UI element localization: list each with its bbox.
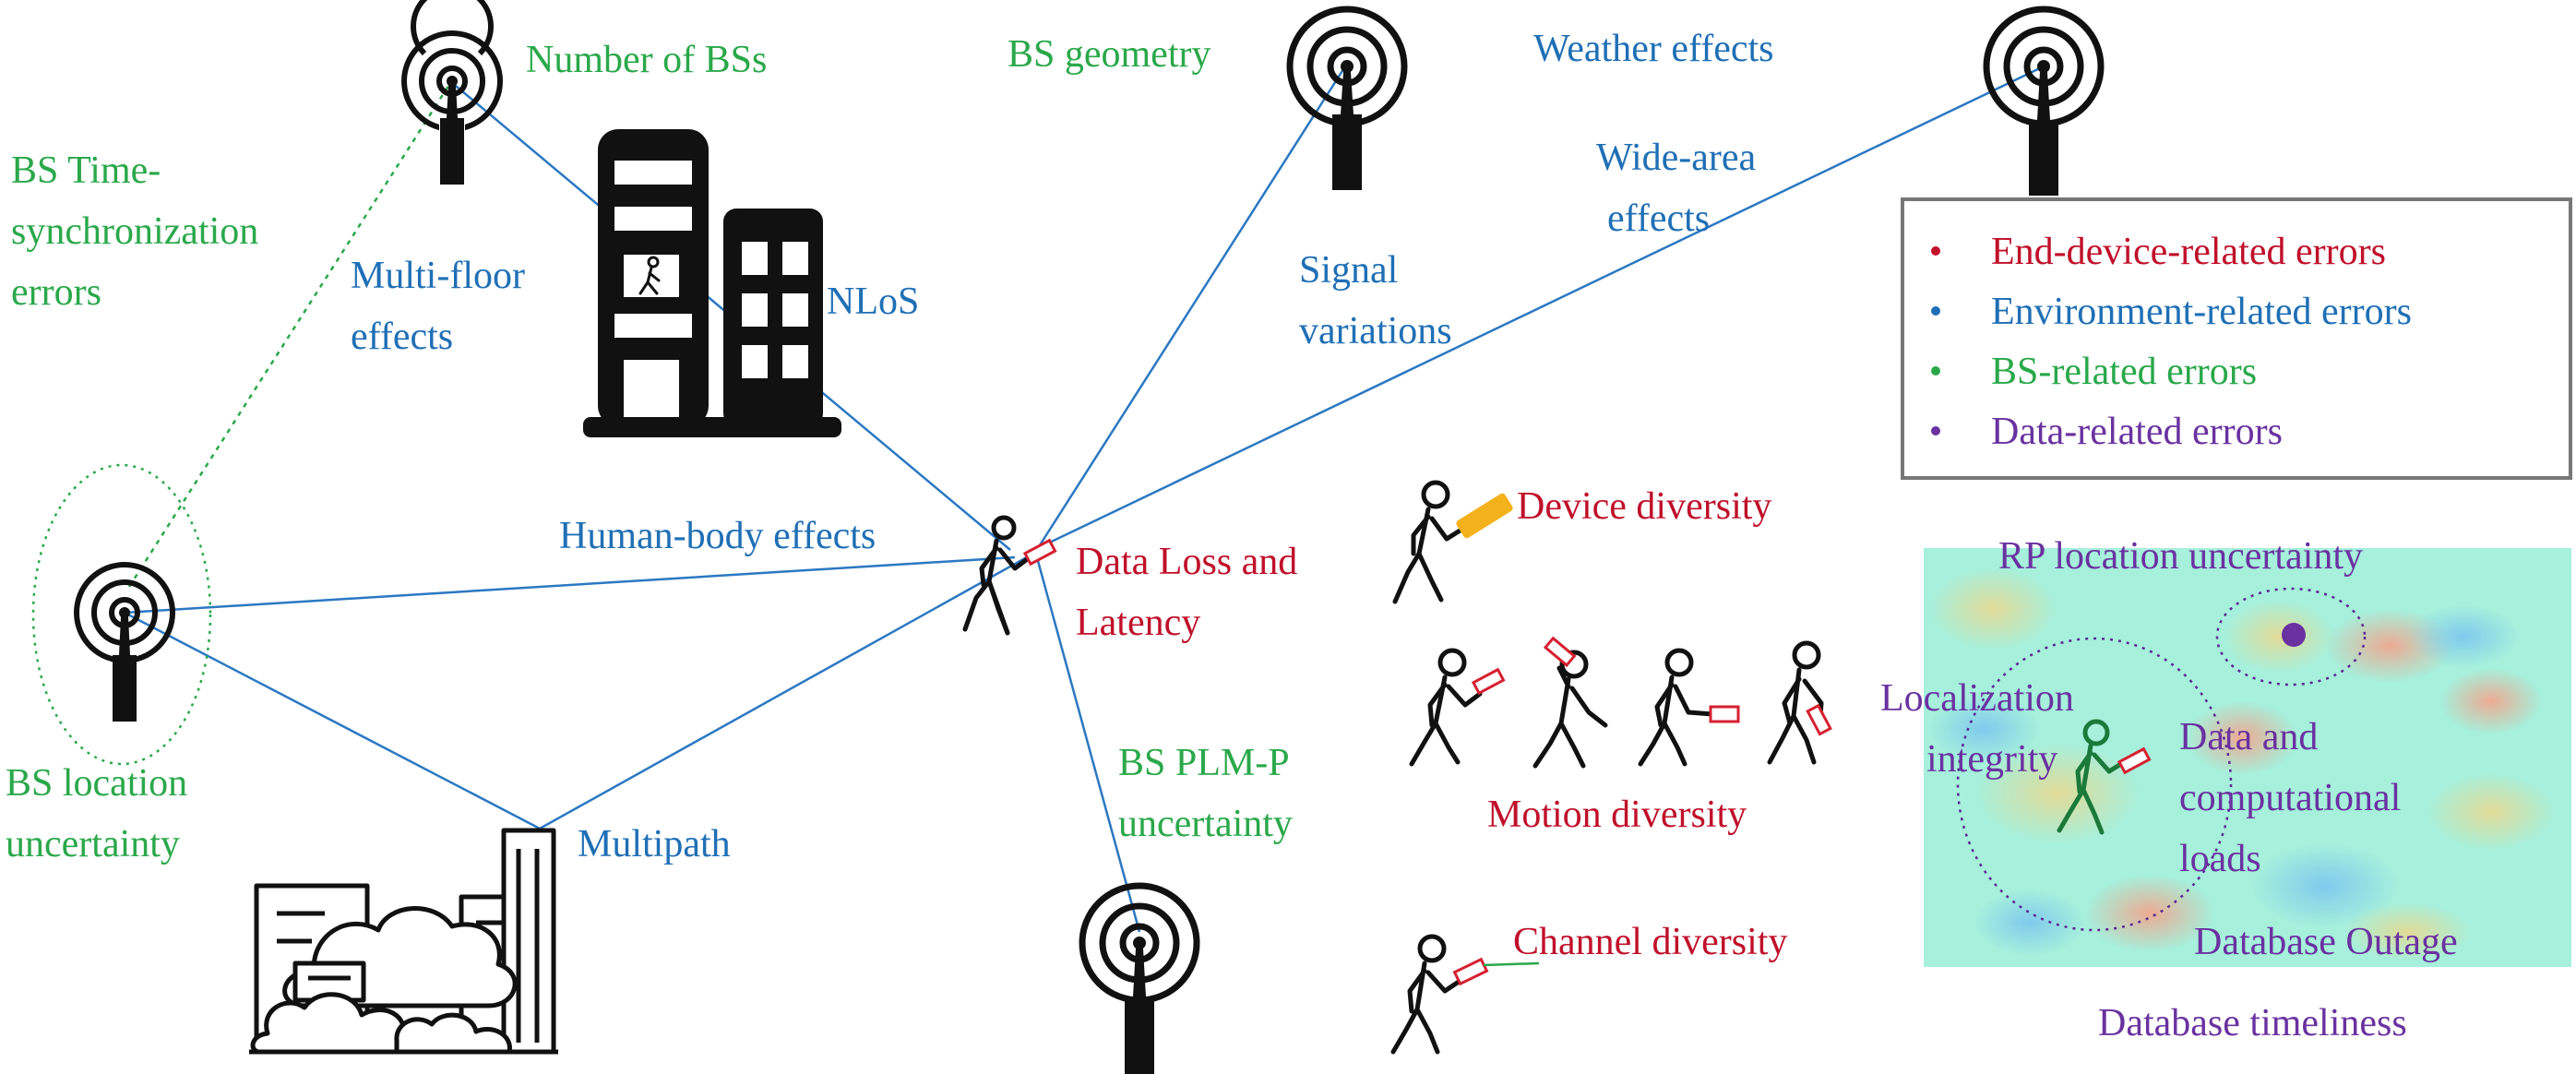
label-channel-diversity: Channel diversity [1513, 921, 1787, 963]
database-heatmap [1924, 548, 2571, 967]
legend-bullet [1931, 306, 1940, 316]
link-bs-left-to-multipath [124, 611, 541, 830]
phone-icon [1452, 957, 1489, 986]
database-user-icon [2057, 719, 2127, 835]
channel-link [1483, 961, 1540, 967]
tablet-icon [1456, 493, 1513, 539]
signal-links [124, 65, 2045, 933]
link-bs-geometry-to-user [1036, 66, 1347, 549]
label-database-timeliness: Database timeliness [2098, 1002, 2407, 1044]
label-time-sync-line2: synchronization [11, 210, 258, 253]
label-signal-line2: variations [1299, 310, 1452, 352]
bs-location-uncertainty-ellipse [31, 463, 212, 766]
link-multipath-to-user [539, 552, 1034, 830]
label-bs-location-line1: BS location [6, 762, 187, 805]
label-loads-line2: computational [2179, 777, 2401, 819]
label-multi-floor-line2: effects [351, 316, 453, 358]
label-loads-line3: loads [2179, 838, 2261, 880]
label-integrity-line2: integrity [1926, 738, 2057, 781]
link-bs-bottom-to-user [1036, 560, 1141, 933]
base-station-icon [1079, 882, 1200, 1074]
legend-bullet [1931, 426, 1940, 436]
label-data-loss-line1: Data Loss and [1076, 541, 1297, 583]
label-time-sync-line1: BS Time- [11, 149, 161, 192]
label-bs-plm-line1: BS PLM-P [1118, 742, 1290, 784]
phone-icon [1806, 703, 1832, 736]
phone-icon [1471, 667, 1506, 696]
label-bs-geometry: BS geometry [1008, 33, 1210, 76]
base-station-icon [1286, 6, 1408, 190]
label-bs-location-line2: uncertainty [6, 823, 180, 865]
label-bs-plm-line2: uncertainty [1118, 803, 1293, 845]
city-multipath-icon [249, 828, 558, 1055]
link-bs-right-to-user [1037, 65, 2045, 550]
phone-icon [1022, 538, 1057, 567]
legend-item-bs: BS-related errors [1991, 351, 2257, 393]
label-motion-diversity: Motion diversity [1487, 794, 1747, 836]
motion-walker-icon [1532, 650, 1608, 769]
phone-icon [1543, 636, 1577, 668]
integrity-ellipse [1956, 637, 2233, 932]
base-station-icon [401, 0, 503, 185]
label-nlos: NLoS [827, 280, 919, 323]
phone-icon [2117, 746, 2152, 775]
motion-walker-icon [1638, 648, 1715, 767]
rp-uncertainty-ellipse [2215, 587, 2367, 686]
legend-item-device: End-device-related errors [1991, 231, 2386, 273]
label-wide-area-line2: effects [1607, 197, 1710, 240]
motion-walker-icon [1767, 640, 1824, 765]
link-bs-left-to-user [124, 555, 1016, 615]
label-human-body: Human-body effects [559, 515, 876, 557]
label-number-of-bss: Number of BSs [526, 39, 767, 81]
multi-floor-building-icon [583, 129, 841, 437]
label-rp-uncertainty: RP location uncertainty [1998, 535, 2363, 578]
base-station-icon [74, 562, 175, 722]
label-weather-effects: Weather effects [1533, 28, 1774, 70]
time-sync-dotted-link [127, 82, 452, 588]
legend-item-environment: Environment-related errors [1991, 291, 2412, 333]
legend: End-device-related errors Environment-re… [1901, 197, 2572, 480]
label-signal-line1: Signal [1299, 249, 1398, 292]
label-device-diversity: Device diversity [1517, 485, 1771, 528]
motion-walker-icon [1409, 648, 1483, 767]
label-loads-line1: Data and [2179, 716, 2318, 758]
legend-item-data: Data-related errors [1991, 411, 2283, 453]
central-user-icon [962, 515, 1032, 636]
rp-point [2282, 623, 2306, 647]
legend-bullet [1931, 246, 1940, 256]
label-wide-area-line1: Wide-area [1596, 137, 1757, 179]
channel-walker-icon [1390, 934, 1464, 1055]
label-time-sync-line3: errors [11, 271, 101, 314]
label-data-loss-line2: Latency [1076, 602, 1200, 644]
label-multipath: Multipath [578, 823, 731, 865]
legend-bullet [1931, 366, 1940, 376]
label-database-outage: Database Outage [2194, 921, 2458, 963]
walker-with-tablet-icon [1392, 480, 1464, 604]
phone-icon [1709, 705, 1740, 723]
label-multi-floor-line1: Multi-floor [351, 255, 525, 297]
label-integrity-line1: Localization [1880, 677, 2074, 720]
base-station-icon [1983, 6, 2105, 196]
